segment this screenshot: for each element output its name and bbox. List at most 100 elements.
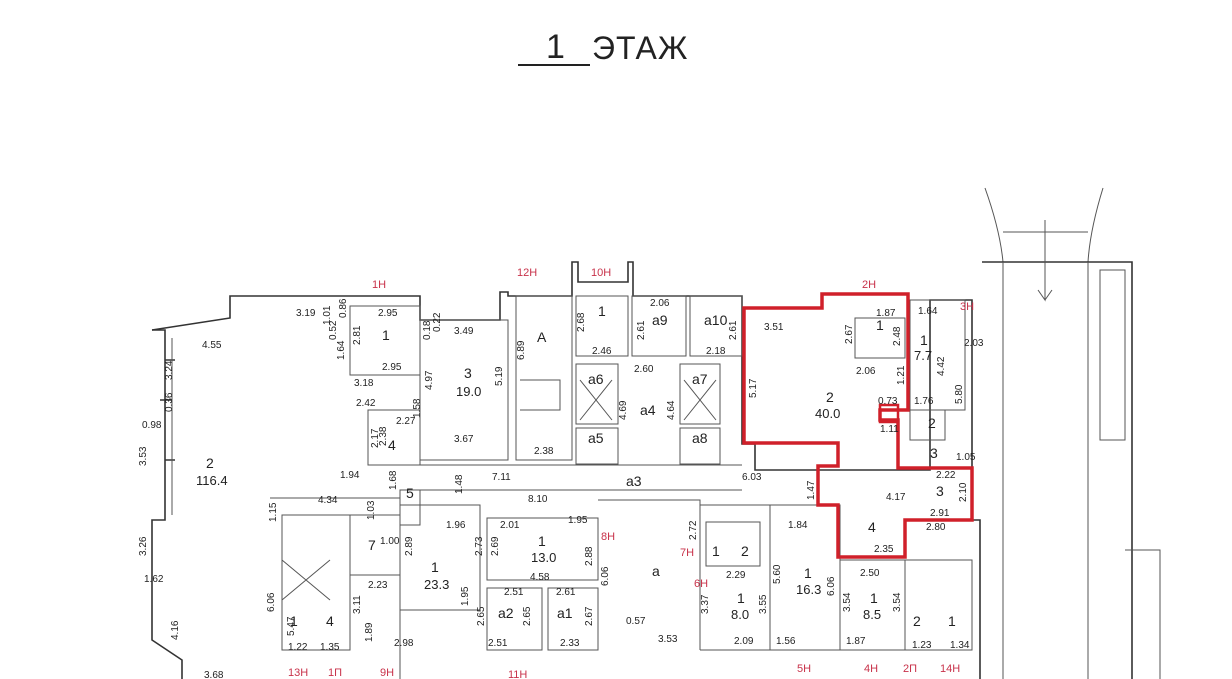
dimension: 2.48 bbox=[892, 326, 903, 346]
dimension: 1.64 bbox=[918, 306, 938, 317]
dimension: 0.73 bbox=[878, 396, 898, 407]
room-number: 1 bbox=[870, 590, 878, 606]
unit-label: 2П bbox=[903, 663, 917, 675]
dimension: 1.58 bbox=[412, 398, 423, 418]
unit-label: 12Н bbox=[517, 267, 537, 279]
room-number: 5 bbox=[406, 485, 414, 501]
dimension: 1.03 bbox=[366, 500, 377, 520]
room-area: 8.0 bbox=[731, 607, 749, 622]
dimension: 3.26 bbox=[138, 536, 149, 556]
room-number: 3 bbox=[464, 365, 472, 381]
dimension: 3.53 bbox=[138, 446, 149, 466]
unit-label: 3Н bbox=[960, 301, 974, 313]
unit-labels: 1Н 12Н 10Н 2Н 3Н 8Н 7Н 6Н 13Н 1П 9Н 11Н … bbox=[288, 267, 974, 679]
dimension: 5.47 bbox=[286, 616, 297, 636]
unit-label: 7Н bbox=[680, 547, 694, 559]
dimension: 4.42 bbox=[936, 356, 947, 376]
room-number: a4 bbox=[640, 402, 656, 418]
room-number: 2 bbox=[826, 389, 834, 405]
dimension: 4.64 bbox=[666, 400, 677, 420]
dimension: 1.21 bbox=[896, 365, 907, 385]
dimension: 3.68 bbox=[204, 670, 224, 679]
dimension: 1.95 bbox=[460, 586, 471, 606]
dimension: 3.37 bbox=[700, 594, 711, 614]
platform-structure bbox=[982, 187, 1161, 679]
dimension: 1.89 bbox=[364, 622, 375, 642]
dimension: 6.06 bbox=[826, 576, 837, 596]
dimension: 2.50 bbox=[860, 568, 880, 579]
dimension: 1.01 bbox=[322, 305, 333, 325]
dimension: 1.87 bbox=[846, 636, 866, 647]
dimension: 3.24 bbox=[164, 360, 175, 380]
left-rooms bbox=[270, 305, 742, 679]
dimension: 2.80 bbox=[926, 522, 946, 533]
dimension: 1.11 bbox=[880, 424, 899, 435]
dimension: 2.33 bbox=[560, 638, 580, 649]
unit-label: 10Н bbox=[591, 267, 611, 279]
dimension: 4.17 bbox=[886, 492, 906, 503]
room-number: 2 bbox=[741, 543, 749, 559]
unit-label: 1П bbox=[328, 667, 342, 679]
room-number: a7 bbox=[692, 371, 708, 387]
dimension: 1.34 bbox=[950, 640, 970, 651]
dimension: 2.73 bbox=[474, 536, 485, 556]
dimension: 2.88 bbox=[584, 546, 595, 566]
dimension: 1.84 bbox=[788, 520, 808, 531]
room-number: a bbox=[652, 563, 660, 579]
dimension: 4.55 bbox=[202, 340, 222, 351]
unit-label: 8Н bbox=[601, 531, 615, 543]
room-number: 4 bbox=[868, 519, 876, 535]
dimension: 3.19 bbox=[296, 308, 316, 319]
dimension: 2.67 bbox=[584, 606, 595, 626]
dimension: 2.38 bbox=[534, 446, 554, 457]
dimension: 1.35 bbox=[320, 642, 340, 653]
dimension: 0.18 bbox=[422, 320, 433, 340]
dimension: 2.01 bbox=[500, 520, 520, 531]
dimension: 3.53 bbox=[658, 634, 678, 645]
room-number: 1 bbox=[920, 332, 928, 348]
dimension: 2.09 bbox=[734, 636, 754, 647]
dimension: 2.61 bbox=[556, 587, 576, 598]
room-number: 1 bbox=[712, 543, 720, 559]
unit-label: 2Н bbox=[862, 279, 876, 291]
unit-label: 5Н bbox=[797, 663, 811, 675]
floor-word: ЭТАЖ bbox=[592, 30, 689, 66]
room-number: 2 bbox=[206, 455, 214, 471]
dimension: 5.60 bbox=[772, 564, 783, 584]
room-area: 23.3 bbox=[424, 577, 449, 592]
dimension: 2.95 bbox=[382, 362, 402, 373]
room-area: 8.5 bbox=[863, 607, 881, 622]
room-number: 1 bbox=[431, 559, 439, 575]
dimension: 0.36 bbox=[164, 392, 175, 412]
room-number: 1 bbox=[876, 317, 884, 333]
dimension: 2.89 bbox=[404, 536, 415, 556]
room-area: 19.0 bbox=[456, 384, 481, 399]
room-number: 1 bbox=[598, 303, 606, 319]
room-area: 116.4 bbox=[196, 473, 228, 488]
unit-label: 4Н bbox=[864, 663, 878, 675]
dimension: 2.22 bbox=[936, 470, 956, 481]
dimension: 2.35 bbox=[874, 544, 894, 555]
dimension: 1.62 bbox=[144, 574, 164, 585]
room-area: 40.0 bbox=[815, 406, 840, 421]
dimension: 6.03 bbox=[742, 472, 762, 483]
room-number: a6 bbox=[588, 371, 604, 387]
room-number: 4 bbox=[326, 613, 334, 629]
room-number: 4 bbox=[388, 437, 396, 453]
room-number: 1 bbox=[538, 533, 546, 549]
room-number: a2 bbox=[498, 605, 514, 621]
dimension: 0.22 bbox=[432, 312, 443, 332]
dimension: 2.60 bbox=[634, 364, 654, 375]
unit-label: 9Н bbox=[380, 667, 394, 679]
room-area: 7.7 bbox=[914, 348, 932, 363]
highlighted-unit-detail bbox=[878, 403, 900, 424]
room-number: 2 bbox=[928, 415, 936, 431]
dimension: 3.54 bbox=[842, 592, 853, 612]
core-rooms bbox=[515, 295, 743, 650]
dimension: 2.06 bbox=[650, 298, 670, 309]
dimension: 3.51 bbox=[764, 322, 784, 333]
dimension: 1.48 bbox=[454, 474, 465, 494]
dimension: 0.57 bbox=[626, 616, 646, 627]
dimension: 6.06 bbox=[600, 566, 611, 586]
dimension: 1.76 bbox=[914, 396, 934, 407]
